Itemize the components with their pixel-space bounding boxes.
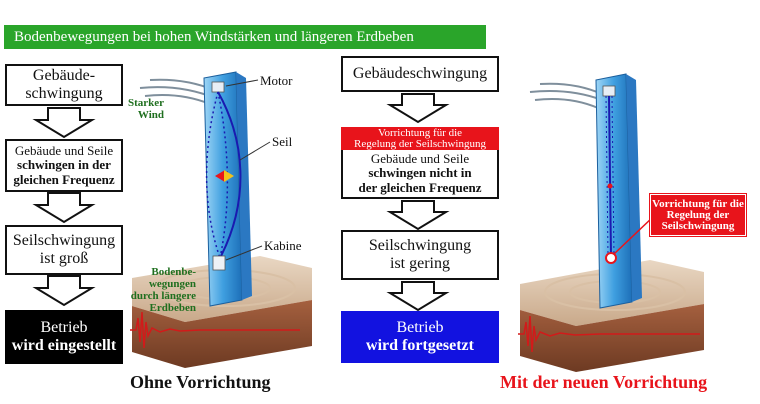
left-box2-line3: gleichen Frequenz bbox=[13, 171, 115, 187]
left-box-rope-large: Seilschwingung ist groß bbox=[5, 225, 123, 275]
right-callout-line1: Vorrichtung für die bbox=[652, 197, 744, 210]
label-motor: Motor bbox=[260, 73, 293, 88]
right-device-label-line2: Regelung der Seilschwingung bbox=[354, 137, 486, 150]
label-ground-line4: Erdbeben bbox=[149, 302, 196, 314]
left-box4-line1: Betrieb bbox=[40, 319, 88, 337]
right-wind-lines bbox=[529, 82, 603, 109]
label-ground-motion: Bodenbe- wegungen durch längere Erdbeben bbox=[126, 266, 196, 314]
label-strong-wind: Starker Wind bbox=[118, 97, 164, 121]
left-box-building-vibration: Gebäude- schwingung bbox=[5, 64, 123, 106]
left-box4-line2: wird eingestellt bbox=[11, 337, 117, 354]
left-rope bbox=[217, 91, 242, 259]
right-rope bbox=[608, 95, 612, 257]
left-box3-line1: Seilschwingung bbox=[12, 232, 116, 250]
right-box-operation-continues: Betrieb wird fortgesetzt bbox=[341, 311, 499, 363]
right-box4-line1: Betrieb bbox=[396, 319, 444, 337]
right-box3-line2: ist gering bbox=[390, 255, 450, 272]
left-flow-arrows bbox=[32, 107, 96, 307]
left-box2-line1: Gebäude und Seile bbox=[14, 142, 114, 158]
right-box2-line1: Gebäude und Seile bbox=[370, 150, 470, 166]
caption-without-device: Ohne Vorrichtung bbox=[130, 372, 271, 392]
right-box1-text: Gebäudeschwingung bbox=[352, 65, 488, 83]
right-box-not-same-frequency: Gebäude und Seile schwingen nicht in der… bbox=[341, 150, 499, 199]
right-tower bbox=[595, 73, 633, 309]
right-device-label: Vorrichtung für die Regelung der Seilsch… bbox=[341, 127, 499, 150]
right-device-marker bbox=[605, 252, 617, 264]
right-device-label-line1: Vorrichtung für die bbox=[377, 126, 463, 139]
left-ground-side bbox=[132, 300, 312, 368]
right-ground-side bbox=[520, 304, 704, 372]
left-box1-line2: schwingung bbox=[25, 85, 103, 102]
title-banner: Bodenbewegungen bei hohen Windstärken un… bbox=[4, 25, 486, 49]
right-box3-line1: Seilschwingung bbox=[368, 237, 472, 255]
left-box3-line2: ist groß bbox=[39, 250, 89, 267]
label-rope: Seil bbox=[272, 134, 293, 149]
left-scene bbox=[130, 71, 312, 368]
label-cabin: Kabine bbox=[264, 238, 302, 253]
left-tower bbox=[203, 71, 243, 307]
label-ground-line1: Bodenbe- bbox=[151, 266, 196, 278]
right-box-building-vibration: Gebäudeschwingung bbox=[341, 56, 499, 92]
caption-with-new-device: Mit der neuen Vorrichtung bbox=[500, 372, 708, 392]
right-box2-line2: schwingen nicht in bbox=[368, 165, 472, 181]
right-callout-line2: Regelung der bbox=[666, 208, 730, 221]
right-box4-line2: wird fortgesetzt bbox=[366, 337, 474, 354]
right-scene bbox=[518, 73, 704, 372]
left-box1-line1: Gebäude- bbox=[32, 67, 96, 85]
label-strong-wind-line1: Starker bbox=[127, 97, 164, 109]
label-strong-wind-line2: Wind bbox=[137, 109, 164, 121]
right-callout-line3: Seilschwingung bbox=[661, 219, 735, 232]
left-swing-arrow-yellow bbox=[224, 170, 234, 182]
left-box2-line2: schwingen in der bbox=[17, 157, 111, 173]
right-seismic-wave bbox=[518, 315, 700, 353]
label-ground-line2: wegungen bbox=[148, 278, 196, 290]
left-box-operation-stopped: Betrieb wird eingestellt bbox=[5, 310, 123, 364]
label-ground-line3: durch längere bbox=[130, 290, 196, 302]
left-seismic-wave bbox=[130, 311, 300, 349]
left-box-same-frequency: Gebäude und Seile schwingen in der gleic… bbox=[5, 139, 123, 192]
right-box-rope-small: Seilschwingung ist gering bbox=[341, 230, 499, 280]
right-box2-line3: der gleichen Frequenz bbox=[358, 179, 482, 195]
left-swing-arrow-red bbox=[215, 170, 225, 182]
right-flow-arrows bbox=[386, 93, 450, 312]
right-device-callout: Vorrichtung für die Regelung der Seilsch… bbox=[649, 193, 747, 237]
